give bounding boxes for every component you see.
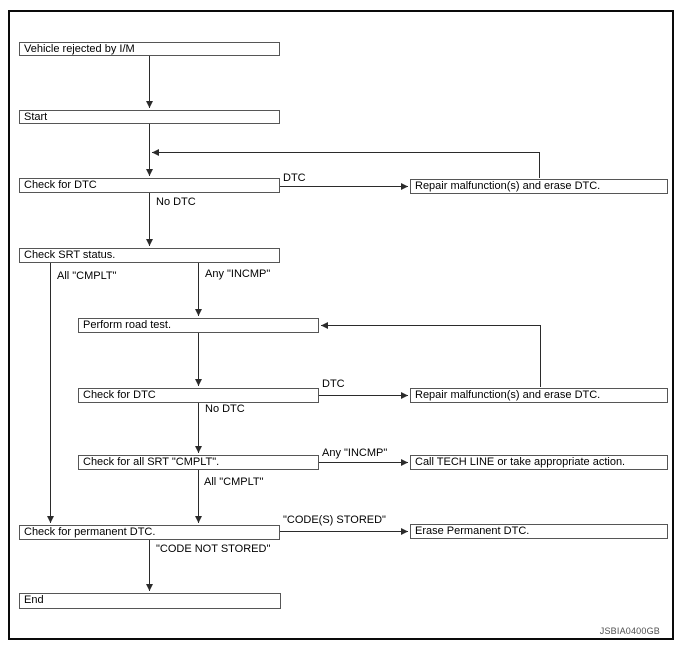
edge-label-any-incmp-2: Any "INCMP" (322, 447, 388, 459)
node-call-tech-line: Call TECH LINE or take appropriate actio… (410, 455, 668, 470)
node-check-dtc-2: Check for DTC (78, 388, 319, 403)
node-perform-road-test: Perform road test. (78, 318, 319, 333)
edge-label-dtc-2: DTC (322, 378, 345, 390)
node-check-dtc-1: Check for DTC (19, 178, 280, 193)
edge-label-code-not-stored: "CODE NOT STORED" (156, 543, 271, 555)
node-start: Start (19, 110, 280, 124)
node-repair-malfunction-2: Repair malfunction(s) and erase DTC. (410, 388, 668, 403)
node-check-permanent-dtc: Check for permanent DTC. (19, 525, 280, 540)
edge-label-any-incmp-1: Any "INCMP" (205, 268, 271, 280)
edge-label-no-dtc-2: No DTC (205, 403, 245, 415)
edge-label-codes-stored: "CODE(S) STORED" (283, 514, 386, 526)
edge-label-dtc-1: DTC (283, 172, 306, 184)
node-check-all-srt-cmplt: Check for all SRT "CMPLT". (78, 455, 319, 470)
node-repair-malfunction-1: Repair malfunction(s) and erase DTC. (410, 179, 668, 194)
node-erase-permanent-dtc: Erase Permanent DTC. (410, 524, 668, 539)
edge-label-all-cmplt-1: All "CMPLT" (57, 270, 117, 282)
node-end: End (19, 593, 281, 609)
figure-id-label: JSBIA0400GB (599, 626, 660, 636)
node-vehicle-rejected: Vehicle rejected by I/M (19, 42, 280, 56)
edge-label-no-dtc-1: No DTC (156, 196, 196, 208)
edge-label-all-cmplt-2: All "CMPLT" (204, 476, 264, 488)
node-check-srt-status: Check SRT status. (19, 248, 280, 263)
